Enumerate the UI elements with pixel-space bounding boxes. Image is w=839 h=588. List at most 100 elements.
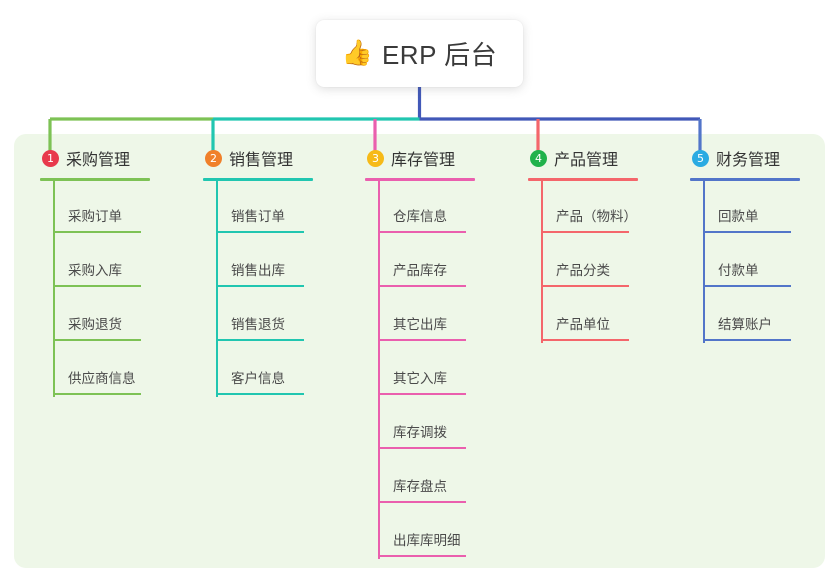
menu-item-label: 付款单 [718,263,759,278]
menu-item-underline [216,339,304,341]
menu-item[interactable]: 产品库存 [378,235,515,289]
menu-item-label: 产品单位 [556,317,610,332]
column-title: 库存管理 [391,152,456,169]
menu-item-underline [378,393,466,395]
menu-item-underline [216,393,304,395]
menu-item[interactable]: 销售退货 [216,289,353,343]
column-header-underline [40,178,150,181]
menu-item-underline [378,285,466,287]
menu-item[interactable]: 其它入库 [378,343,515,397]
menu-item-label: 库存盘点 [393,479,447,494]
column-header-3[interactable]: 3 库存管理 [365,146,515,170]
menu-item-label: 采购入库 [68,263,122,278]
menu-item-underline [53,231,141,233]
menu-item-label: 销售出库 [231,263,285,278]
menu-item[interactable]: 库存调拨 [378,397,515,451]
menu-item-underline [53,285,141,287]
menu-item-label: 销售退货 [231,317,285,332]
column-header-5[interactable]: 5 财务管理 [690,146,839,170]
column-items: 回款单付款单结算账户 [690,181,839,343]
column-number-badge: 1 [42,149,59,167]
menu-item-label: 客户信息 [231,371,285,386]
menu-item[interactable]: 产品单位 [541,289,678,343]
column-number-badge: 5 [692,149,709,167]
column-5: 5 财务管理回款单付款单结算账户 [690,146,839,343]
menu-item-label: 其它入库 [393,371,447,386]
menu-item-label: 采购订单 [68,209,122,224]
menu-item-underline [53,393,141,395]
column-header-2[interactable]: 2 销售管理 [203,146,353,170]
menu-item-underline [378,231,466,233]
column-spine [53,181,55,397]
menu-item[interactable]: 付款单 [703,235,839,289]
menu-item-underline [378,447,466,449]
menu-item-underline [703,231,791,233]
column-header-underline [690,178,800,181]
column-header-1[interactable]: 1 采购管理 [40,146,190,170]
menu-item[interactable]: 结算账户 [703,289,839,343]
menu-item[interactable]: 回款单 [703,181,839,235]
menu-item-label: 结算账户 [718,317,772,332]
menu-item-underline [541,285,629,287]
column-2: 2 销售管理销售订单销售出库销售退货客户信息 [203,146,353,397]
menu-item[interactable]: 采购入库 [53,235,190,289]
menu-item[interactable]: 出库库明细 [378,505,515,559]
menu-item-label: 采购退货 [68,317,122,332]
menu-item-underline [703,285,791,287]
column-spine [378,181,380,559]
column-title: 采购管理 [66,152,131,169]
menu-item[interactable]: 采购退货 [53,289,190,343]
menu-item-label: 其它出库 [393,317,447,332]
menu-item[interactable]: 库存盘点 [378,451,515,505]
menu-item-underline [216,231,304,233]
menu-item-underline [216,285,304,287]
column-spine [703,181,705,343]
menu-item-underline [378,555,466,557]
column-1: 1 采购管理采购订单采购入库采购退货供应商信息 [40,146,190,397]
menu-item[interactable]: 采购订单 [53,181,190,235]
diagram-background-panel [14,134,825,568]
menu-item[interactable]: 产品（物料） [541,181,678,235]
column-header-underline [203,178,313,181]
menu-item-underline [378,339,466,341]
column-number-badge: 2 [205,149,222,167]
menu-item[interactable]: 仓库信息 [378,181,515,235]
column-items: 产品（物料） 产品分类产品单位 [528,181,678,343]
column-items: 销售订单销售出库销售退货客户信息 [203,181,353,397]
menu-item[interactable]: 客户信息 [216,343,353,397]
menu-item-label: 产品库存 [393,263,447,278]
column-header-underline [528,178,638,181]
column-items: 采购订单采购入库采购退货供应商信息 [40,181,190,397]
menu-item-underline [541,231,629,233]
menu-item-label: 产品分类 [556,263,610,278]
menu-item-label: 回款单 [718,209,759,224]
menu-item-label: 供应商信息 [68,371,136,386]
menu-item-label: 出库库明细 [393,533,461,548]
menu-item[interactable]: 销售出库 [216,235,353,289]
root-title-card: 👍 ERP 后台 [316,20,523,87]
menu-item-underline [53,339,141,341]
page-title: ERP 后台 [381,40,498,70]
column-title: 财务管理 [716,152,781,169]
menu-item[interactable]: 产品分类 [541,235,678,289]
column-number-badge: 4 [530,149,547,167]
menu-item-label: 仓库信息 [393,209,447,224]
menu-item-underline [541,339,629,341]
menu-item[interactable]: 其它出库 [378,289,515,343]
menu-item[interactable]: 销售订单 [216,181,353,235]
column-spine [541,181,543,343]
menu-item-label: 产品（物料） [556,209,637,224]
column-3: 3 库存管理仓库信息产品库存其它出库其它入库库存调拨库存盘点出库库明细 [365,146,515,559]
thumbs-up-icon: 👍 [341,39,373,67]
menu-item-underline [378,501,466,503]
menu-item-label: 销售订单 [231,209,285,224]
menu-item[interactable]: 供应商信息 [53,343,190,397]
menu-item-label: 库存调拨 [393,425,447,440]
column-items: 仓库信息产品库存其它出库其它入库库存调拨库存盘点出库库明细 [365,181,515,559]
column-title: 销售管理 [229,152,294,169]
menu-item-underline [703,339,791,341]
column-number-badge: 3 [367,149,384,167]
